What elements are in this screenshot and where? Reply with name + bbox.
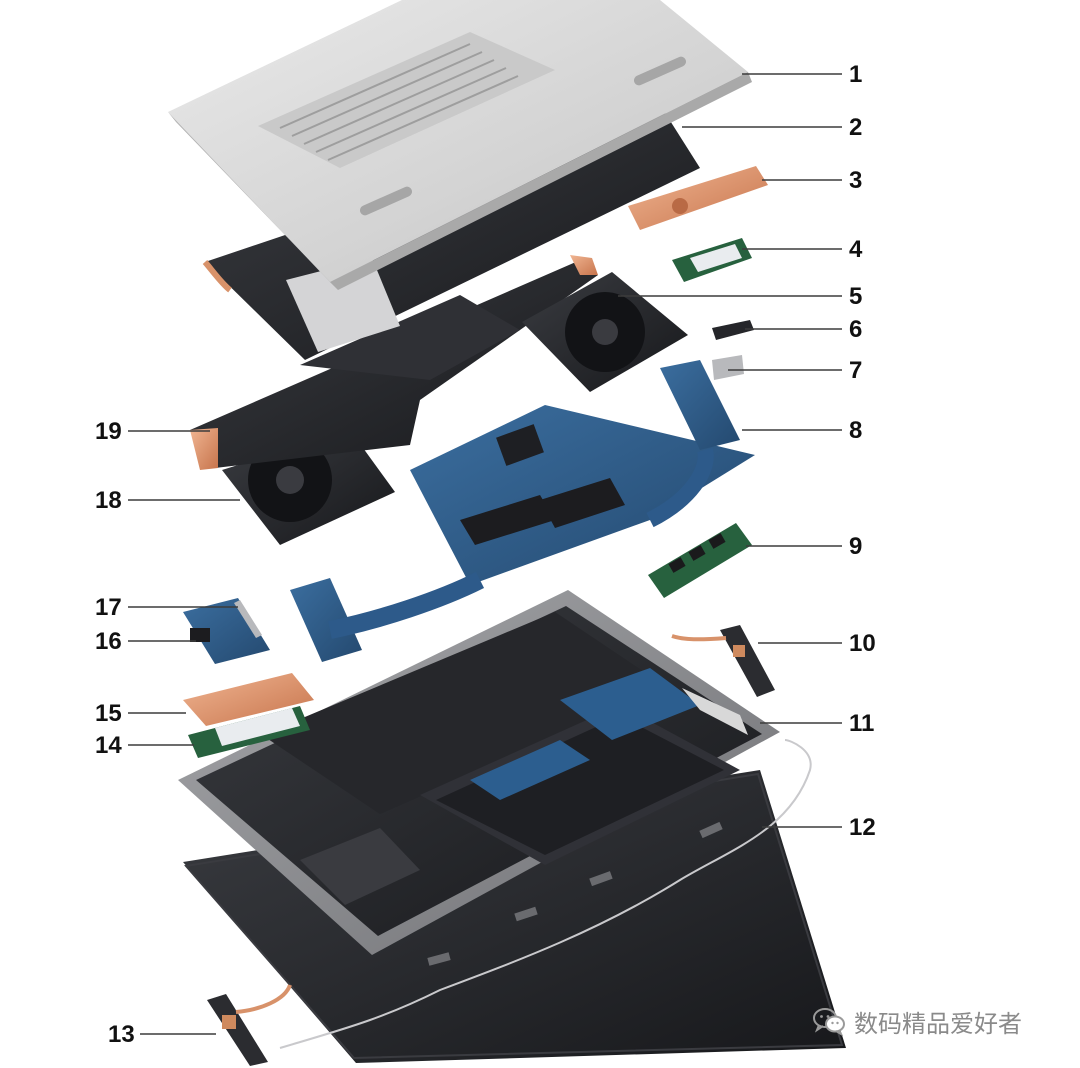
watermark-text: 数码精品爱好者 bbox=[854, 1009, 1022, 1038]
wechat-icon bbox=[813, 1008, 845, 1036]
io-board bbox=[183, 598, 270, 664]
right-speaker bbox=[671, 625, 775, 697]
type-c-bracket bbox=[712, 355, 744, 380]
callout-10: 10 bbox=[849, 630, 876, 657]
callout-6: 6 bbox=[849, 316, 863, 343]
right-fan bbox=[522, 272, 688, 392]
battery bbox=[202, 108, 700, 360]
callout-16: 16 bbox=[95, 628, 122, 655]
callout-11: 11 bbox=[849, 710, 875, 737]
callout-7: 7 bbox=[849, 357, 863, 384]
left-speaker bbox=[207, 984, 292, 1066]
callout-9: 9 bbox=[849, 533, 863, 560]
ssd-thermal-plate bbox=[183, 673, 314, 726]
hinge-cover bbox=[712, 320, 754, 340]
callout-18: 18 bbox=[95, 487, 122, 514]
callout-5: 5 bbox=[849, 283, 863, 310]
callout-15: 15 bbox=[95, 700, 122, 727]
wireless-card bbox=[672, 238, 752, 282]
palmrest-keyboard-assembly bbox=[178, 590, 780, 955]
wireless-shield bbox=[628, 166, 768, 230]
callout-14: 14 bbox=[95, 732, 122, 759]
callout-1: 1 bbox=[849, 61, 863, 88]
base-cover bbox=[168, 0, 752, 290]
callout-12: 12 bbox=[849, 814, 876, 841]
callout-4: 4 bbox=[849, 236, 863, 263]
callout-2: 2 bbox=[849, 114, 863, 141]
callout-3: 3 bbox=[849, 167, 863, 194]
leader-lines bbox=[128, 73, 842, 1035]
callout-19: 19 bbox=[95, 418, 122, 445]
memory-module bbox=[648, 523, 752, 598]
watermark: 数码精品爱好者 bbox=[812, 1003, 1022, 1039]
callout-17: 17 bbox=[95, 594, 122, 621]
ssd-module bbox=[188, 706, 310, 758]
callout-13: 13 bbox=[108, 1021, 135, 1048]
io-board-bracket bbox=[234, 600, 262, 638]
heatsink bbox=[190, 255, 598, 470]
callout-8: 8 bbox=[849, 417, 863, 444]
system-board bbox=[290, 360, 755, 662]
